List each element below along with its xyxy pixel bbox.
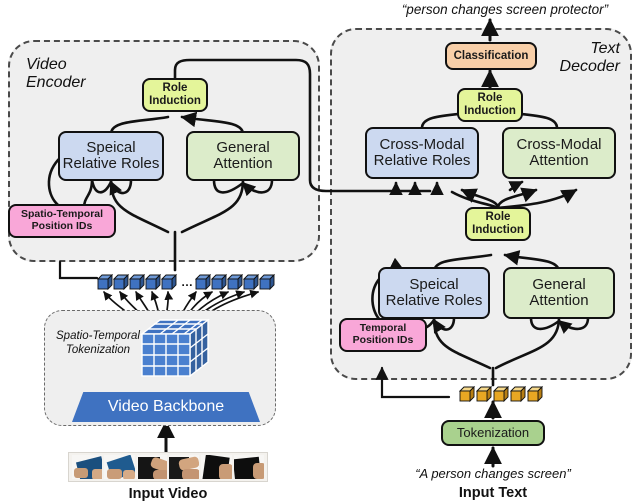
text-tokenization-node[interactable]: Tokenization <box>441 420 545 446</box>
video-encoder-label: Video Encoder <box>26 56 86 91</box>
decoder-role-induction-bottom-node[interactable]: Role Induction <box>465 207 531 241</box>
input-text-caption: Input Text <box>458 485 528 501</box>
spatio-temporal-position-ids-node[interactable]: Spatio-Temporal Position IDs <box>8 204 116 238</box>
classification-node[interactable]: Classification <box>445 42 537 70</box>
video-frame <box>72 455 103 479</box>
input-video-filmstrip <box>68 452 268 482</box>
video-cube-icon <box>139 318 211 378</box>
video-special-relative-roles-node[interactable]: Speical Relative Roles <box>58 131 164 181</box>
svg-text:…: … <box>181 275 193 289</box>
input-text-sentence: “A person changes screen” <box>415 466 571 481</box>
video-backbone-node[interactable]: Video Backbone <box>72 392 260 422</box>
decoder-general-attention-node[interactable]: General Attention <box>503 267 615 319</box>
spatio-temporal-tokenization-label: Spatio-Temporal Tokenization <box>56 330 140 356</box>
video-frame <box>136 455 167 479</box>
text-token-row <box>458 385 550 403</box>
decoder-role-induction-top-node[interactable]: Role Induction <box>457 88 523 122</box>
input-video-caption: Input Video <box>128 486 208 502</box>
video-frame <box>201 455 232 479</box>
cross-modal-relative-roles-node[interactable]: Cross-Modal Relative Roles <box>365 127 479 179</box>
output-caption: “person changes screen protector” <box>401 2 609 17</box>
video-frame <box>104 455 135 479</box>
video-general-attention-node[interactable]: General Attention <box>186 131 300 181</box>
temporal-position-ids-node[interactable]: Temporal Position IDs <box>339 318 427 352</box>
cross-modal-attention-node[interactable]: Cross-Modal Attention <box>502 127 616 179</box>
video-token-row: … <box>96 272 276 292</box>
video-frame <box>168 455 200 479</box>
video-token-cubes: … <box>96 273 276 291</box>
decoder-special-relative-roles-node[interactable]: Speical Relative Roles <box>378 267 490 319</box>
text-decoder-label: Text Decoder <box>559 40 620 75</box>
video-role-induction-node[interactable]: Role Induction <box>142 78 208 112</box>
video-frame <box>233 455 264 479</box>
text-token-cubes <box>458 385 544 403</box>
